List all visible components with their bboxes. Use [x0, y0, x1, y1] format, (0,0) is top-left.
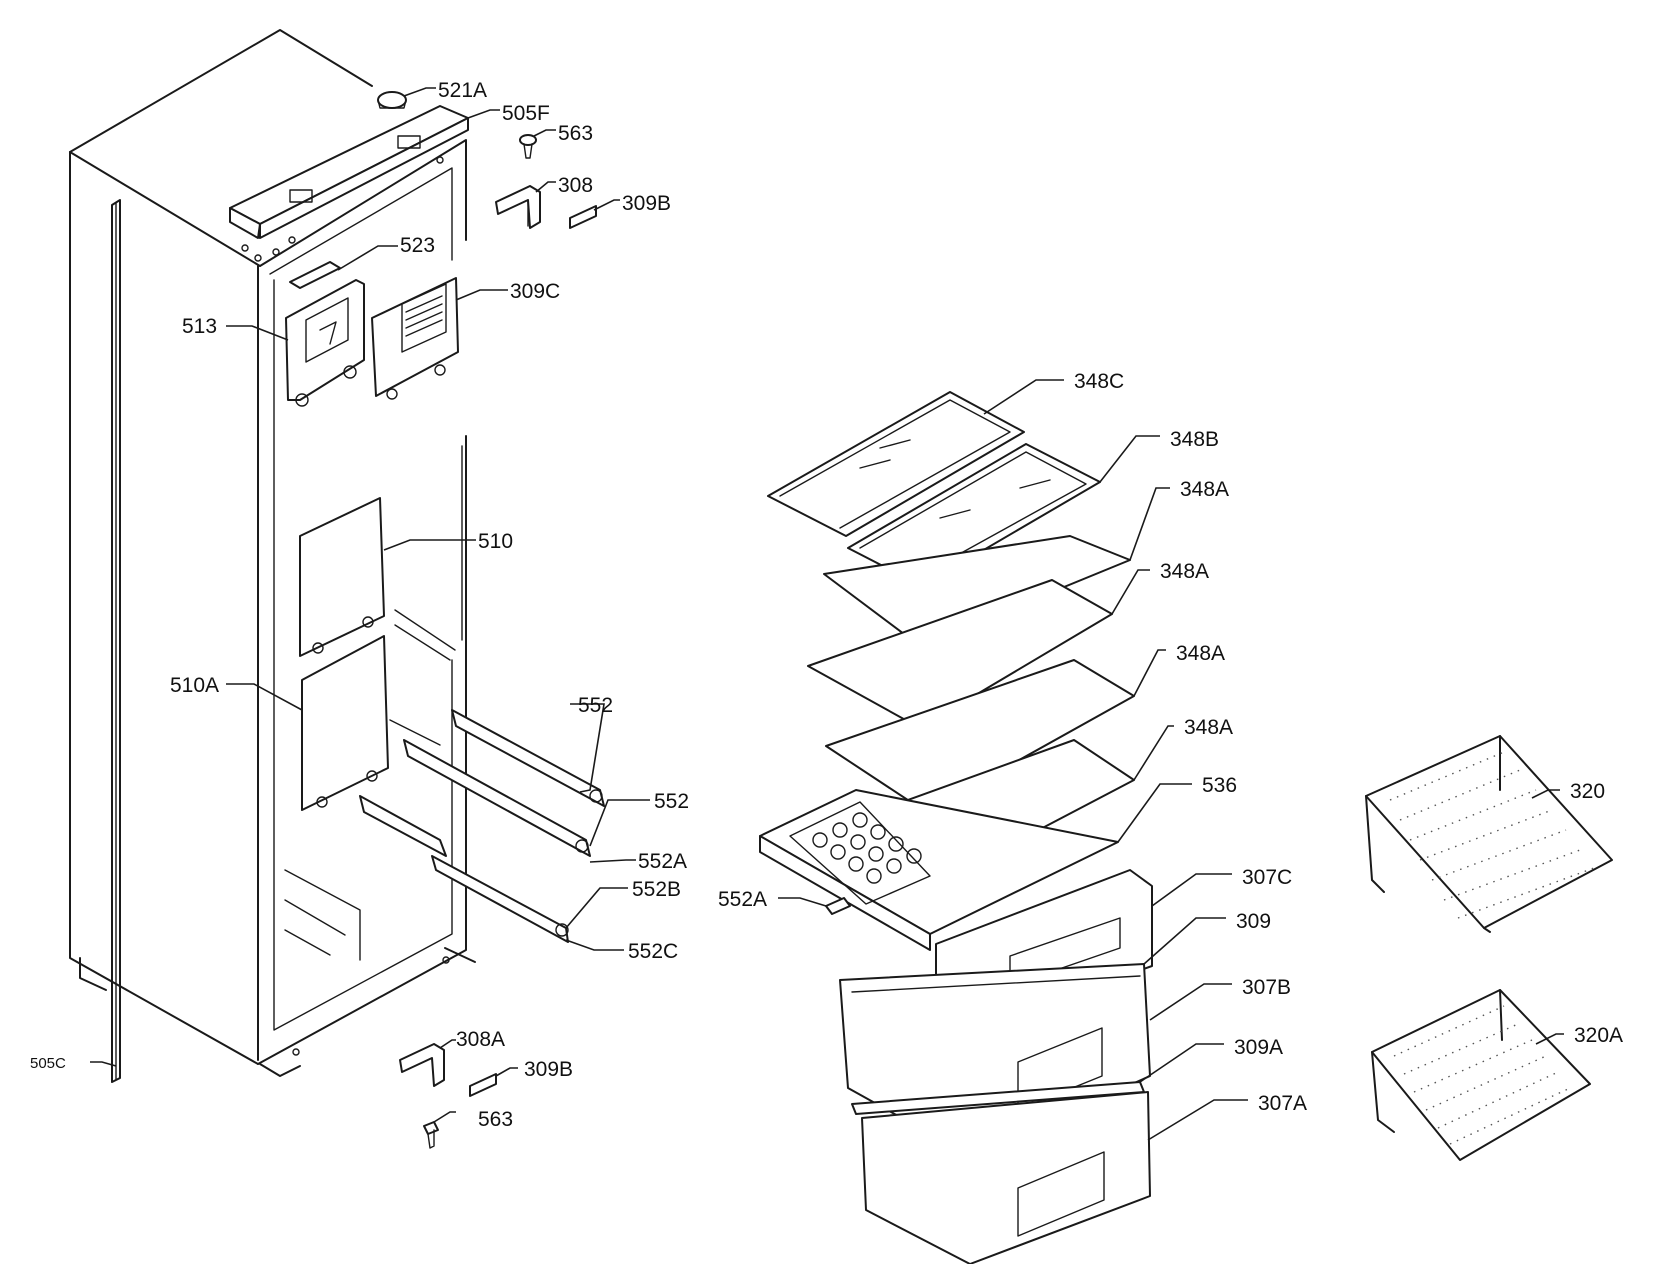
callout-348A-1: 348A: [1180, 478, 1229, 501]
callout-505F: 505F: [502, 102, 550, 125]
glass-shelf-348C: [767, 391, 1025, 537]
drawer-307A: [861, 1091, 1151, 1264]
callout-521A: 521A: [438, 79, 487, 102]
crisper-cover: [759, 789, 1119, 951]
callout-320: 320: [1570, 780, 1605, 803]
callout-labels: 521A 505F 563 308 309B 523 309C 513 510 …: [30, 79, 1623, 1131]
callout-513: 513: [182, 315, 217, 338]
wire-basket-320: [1365, 735, 1613, 933]
callout-348B: 348B: [1170, 428, 1219, 451]
callout-348A-4: 348A: [1184, 716, 1233, 739]
slide-rail-lower: [359, 795, 569, 943]
control-panel: [289, 261, 341, 289]
callout-523: 523: [400, 234, 435, 257]
slide-rail-upper: [451, 709, 605, 807]
callout-320A: 320A: [1574, 1024, 1623, 1047]
hinge-bracket: [495, 185, 541, 229]
callout-552C: 552C: [628, 940, 678, 963]
callout-510A: 510A: [170, 674, 219, 697]
callout-308: 308: [558, 174, 593, 197]
callout-307B: 307B: [1242, 976, 1291, 999]
refrigerator-cabinet: [69, 29, 476, 1077]
callout-563-top: 563: [558, 122, 593, 145]
callout-308A: 308A: [456, 1028, 505, 1051]
callout-552B: 552B: [632, 878, 681, 901]
callout-563-bottom: 563: [478, 1108, 513, 1131]
callout-510: 510: [478, 530, 513, 553]
callout-309B-bottom: 309B: [524, 1058, 573, 1081]
cap-part: [377, 91, 407, 109]
flap-cover: [299, 497, 385, 657]
callout-536: 536: [1202, 774, 1237, 797]
callout-505C: 505C: [30, 1055, 66, 1072]
screw-icon: [423, 1121, 439, 1149]
callout-348A-3: 348A: [1176, 642, 1225, 665]
callout-307A: 307A: [1258, 1092, 1307, 1115]
light-housing: [285, 279, 365, 407]
cover-plate: [569, 205, 597, 229]
callout-348C: 348C: [1074, 370, 1124, 393]
callout-307C: 307C: [1242, 866, 1292, 889]
callout-309B-top: 309B: [622, 192, 671, 215]
flap-cover-lower: [301, 635, 389, 811]
callout-552-upper: 552: [578, 694, 613, 717]
drawer-stop: [825, 897, 851, 915]
callout-309A: 309A: [1234, 1036, 1283, 1059]
leader-lines: [90, 87, 1564, 1141]
screw-icon: [519, 134, 537, 159]
callout-309: 309: [1236, 910, 1271, 933]
callout-552A-mid: 552A: [718, 888, 767, 911]
callout-309C: 309C: [510, 280, 560, 303]
door-gasket-strip: [111, 199, 121, 1083]
hinge-bracket-lower: [399, 1043, 445, 1087]
callout-552-lower: 552: [654, 790, 689, 813]
cover-plate-lower: [469, 1073, 497, 1097]
vent-cover: [371, 277, 459, 400]
top-cover-trim: [229, 105, 469, 239]
slide-rail-middle: [403, 739, 591, 857]
callout-348A-2: 348A: [1160, 560, 1209, 583]
callout-552A-left: 552A: [638, 850, 687, 873]
wire-basket-320A: [1371, 989, 1591, 1161]
